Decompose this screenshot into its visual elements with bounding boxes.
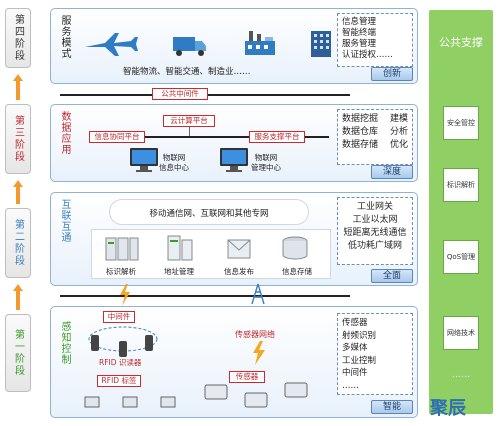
stage-3-label: 第三阶段 [12, 115, 24, 163]
iot-info-center-line: 信息中心 [159, 163, 189, 172]
computer-icon [220, 148, 248, 172]
data-tag: 深度 [371, 165, 413, 179]
watermark-logo: 聚辰 [430, 398, 466, 419]
data-list-item: 数据挖掘 [342, 114, 379, 124]
sensor-devices [204, 382, 308, 408]
data-list-item: 数据仓库 [342, 127, 379, 137]
public-support-column: 公共支撑 安全管控 标识解析 QoS管理 网络技术 …… [429, 10, 493, 414]
service-tag: 创新 [371, 67, 413, 81]
factory-icon [245, 31, 275, 55]
access-bus [60, 295, 350, 297]
service-layer: 服务模式 智能物流、智能交通、制造业…… 信息管理 智能终端 服务管理 认证授 [50, 8, 418, 84]
service-list-item: 认证授权…… [342, 50, 394, 60]
info-coop-platform-box: 信息协同平台 [89, 131, 145, 143]
lightning-icon [253, 341, 265, 365]
sense-list-item: 传感器 [342, 318, 368, 328]
stage-arrow-2-3 [13, 180, 23, 204]
data-list-item: 数据存储 [342, 140, 379, 150]
network-layer-title: 互联互通 [59, 199, 70, 243]
data-list-item: 建模 [389, 114, 408, 124]
service-caption: 智能物流、智能交通、制造业…… [123, 67, 251, 77]
data-layer-title: 数据应用 [59, 111, 70, 155]
public-support-title: 公共支撑 [439, 36, 483, 49]
stage-2-label: 第二阶段 [12, 219, 24, 267]
public-support-more: …… [452, 370, 470, 380]
stage-1-label: 第一阶段 [12, 329, 24, 377]
security-control-box: 安全管控 [443, 106, 479, 140]
truck-icon [173, 37, 206, 56]
stage-1: 第一阶段 [5, 314, 31, 392]
sense-list-item: 中间件 [342, 368, 368, 378]
iot-info-center: 物联网 信息中心 [159, 153, 189, 173]
service-layer-title: 服务模式 [59, 15, 70, 59]
service-list-item: 服务管理 [342, 39, 377, 49]
network-list-item: 工业以太网 [352, 215, 398, 225]
iot-management-center-line: 管理中心 [251, 163, 281, 172]
server-icon [167, 235, 193, 261]
data-list-item: 优化 [389, 140, 408, 150]
network-cloud-text: 移动通信网、互联网和其他专网 [149, 209, 269, 219]
building-icon [311, 31, 331, 57]
lightning-icon [120, 284, 130, 306]
service-list: 信息管理 智能终端 服务管理 认证授权…… [337, 13, 413, 67]
data-list: 数据挖掘 数据仓库 数据存储 建模 分析 优化 [337, 109, 413, 165]
sense-list-item: 多媒体 [342, 343, 368, 353]
identifier-resolution-label: 标识解析 [106, 267, 136, 276]
public-middleware-box: 公共中间件 [152, 88, 208, 100]
service-support-platform-box: 服务支撑平台 [249, 131, 305, 143]
network-services-panel: 标识解析 地址管理 信息发布 信息存储 [91, 229, 331, 279]
stage-4: 第四阶段 [5, 8, 31, 68]
stage-arrow-1-2 [13, 284, 23, 310]
service-icons [85, 31, 331, 57]
sense-list-item: 工业控制 [342, 355, 377, 366]
iot-management-center: 物联网 管理中心 [251, 153, 281, 173]
sensor-box: 传感器 [229, 371, 265, 383]
data-layer: 数据应用 云计算平台 信息协同平台 服务支撑平台 物联网 信息中心 物联网 管理… [50, 104, 418, 182]
network-list-item: 短距离无线通信 [343, 228, 407, 238]
iot-management-center-line: 物联网 [254, 153, 278, 162]
data-list-item: 分析 [389, 127, 408, 137]
stage-4-label: 第四阶段 [12, 14, 24, 62]
stage-3: 第三阶段 [5, 104, 31, 174]
rfid-reader-label: RFID 识读器 [99, 358, 142, 367]
middleware-box: 中间件 [103, 311, 135, 323]
network-technology-box: 网络技术 [443, 316, 479, 350]
antenna-tower-icon [251, 283, 265, 305]
stage-2: 第二阶段 [5, 208, 31, 278]
network-tag: 全面 [371, 269, 413, 283]
sense-tag: 智能 [371, 400, 413, 414]
network-layer: 互联互通 移动通信网、互联网和其他专网 标识解析 地址管理 信息发布 信息存储 … [50, 192, 418, 286]
network-list-item: 工业网关 [356, 202, 393, 212]
qos-management-box: QoS管理 [443, 240, 479, 274]
info-publish-label: 信息发布 [224, 267, 254, 276]
connector [189, 126, 190, 136]
service-list-item: 智能终端 [342, 28, 377, 38]
platform-bus [89, 136, 329, 138]
sense-layer: 感知控制 中间件 RFID 识读器 RFID 标签 传感器网络 传感器 传感器 … [50, 306, 418, 418]
rfid-reader-group [88, 326, 158, 357]
address-management-label: 地址管理 [164, 267, 194, 276]
sense-list-item: 射频识别 [342, 330, 377, 341]
rfid-tag-box: RFID 标签 [97, 375, 141, 387]
network-list: 工业网关 工业以太网 短距离无线通信 低功耗广域网 [337, 197, 413, 265]
network-list-item: 低功耗广域网 [347, 241, 402, 251]
publish-icon [227, 239, 251, 259]
airplane-icon [85, 33, 138, 56]
info-storage-label: 信息存储 [282, 267, 312, 276]
stage-arrow-3-4 [13, 74, 23, 100]
database-icon [282, 236, 308, 260]
sense-layer-title: 感知控制 [59, 321, 70, 365]
service-list-item: 信息管理 [342, 17, 377, 27]
sensor-network-label: 传感器网络 [235, 330, 275, 339]
rfid-tags [84, 396, 176, 408]
computer-icon [130, 148, 158, 172]
network-cloud: 移动通信网、互联网和其他专网 [109, 199, 309, 225]
server-icon [105, 237, 139, 261]
sense-list: 传感器 射频识别 多媒体 工业控制 中间件 …… [337, 313, 413, 395]
identifier-resolution-box: 标识解析 [443, 168, 479, 202]
iot-info-center-line: 物联网 [162, 153, 186, 162]
sense-list-item: …… [342, 380, 359, 391]
